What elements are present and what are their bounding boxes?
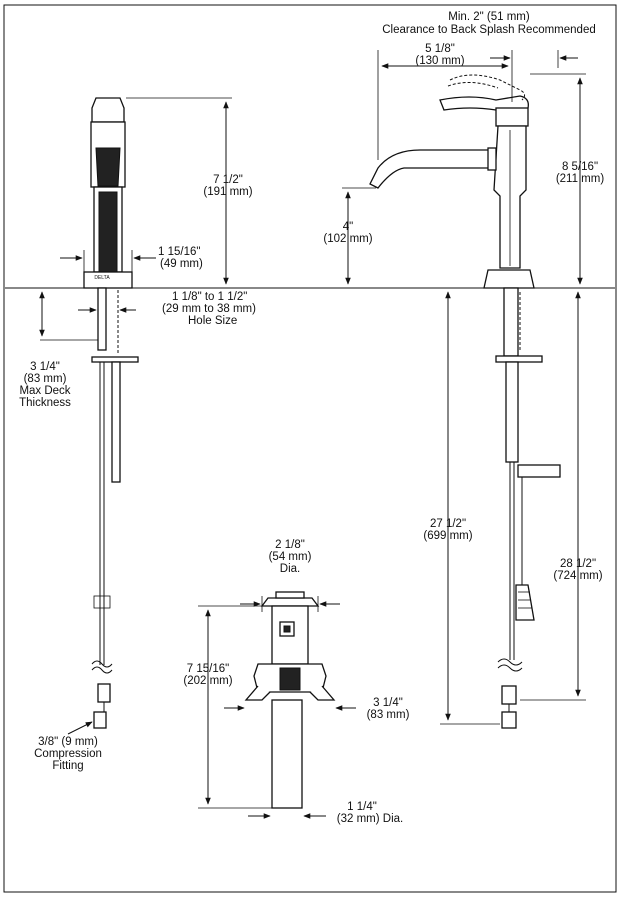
- brand-mark: DELTA: [94, 275, 110, 281]
- drain-height-dimension: [198, 605, 272, 809]
- side-handle-cap: [91, 97, 125, 123]
- side-shank: [97, 287, 107, 351]
- below-deck-dimension: [520, 291, 586, 701]
- deck-thickness-dimension: [39, 291, 98, 341]
- hole-size-metric: (29 mm to 38 mm): [162, 303, 256, 315]
- side-handle-lever: [95, 147, 121, 187]
- side-height-value: 7 1/2": [213, 174, 243, 186]
- total-height-value: 8 5/16": [562, 161, 598, 173]
- spout-height-metric: (102 mm): [323, 233, 372, 245]
- front-shank: [503, 287, 519, 357]
- total-height-metric: (211 mm): [556, 173, 605, 185]
- supply-length-value: 27 1/2": [430, 518, 466, 530]
- side-height-metric: (191 mm): [203, 186, 252, 198]
- front-fitting-top: [501, 685, 517, 705]
- reach-dimension: [377, 50, 509, 160]
- drain-flange: [260, 597, 320, 607]
- deck-thickness-metric: (83 mm): [24, 373, 67, 385]
- deck-thickness-caption-2: Thickness: [19, 397, 71, 409]
- flange-diameter-value: 2 1/8": [275, 539, 305, 551]
- drain-assembly: [244, 591, 336, 809]
- hole-size-caption: Hole Size: [188, 315, 237, 327]
- drain-height-value: 7 15/16": [187, 663, 229, 675]
- side-height-dimension: [126, 97, 232, 285]
- reach-value: 5 1/8": [425, 43, 455, 55]
- fitting-caption-2: Fitting: [52, 760, 83, 772]
- front-spout: [369, 149, 495, 189]
- base-width-value: 1 15/16": [158, 246, 200, 258]
- side-fitting-top: [97, 683, 111, 703]
- reach-metric: (130 mm): [415, 55, 464, 67]
- side-view-faucet: DELTA: [83, 97, 139, 729]
- side-mount-nut: [91, 356, 139, 363]
- base-width-dimension: [60, 250, 156, 272]
- front-lift-rod: [517, 464, 561, 478]
- supply-length-metric: (699 mm): [423, 530, 472, 542]
- below-deck-metric: (724 mm): [553, 570, 602, 582]
- drain-height-metric: (202 mm): [183, 675, 232, 687]
- side-base: [83, 271, 133, 289]
- drain-nut-shadow: [279, 667, 301, 691]
- clearance-value: Min. 2" (51 mm): [448, 11, 530, 23]
- spout-height-value: 4": [343, 221, 353, 233]
- tailpiece-diameter-metric: (32 mm) Dia.: [337, 813, 403, 825]
- front-hose-connector: [515, 584, 535, 621]
- front-handle-alt-position: [449, 74, 526, 101]
- drawing-frame: [3, 4, 617, 893]
- front-view-faucet: [369, 74, 561, 729]
- clearance-dimension: [490, 50, 578, 102]
- fitting-caption-1: Compression: [34, 748, 102, 760]
- front-fitting-bottom: [501, 711, 517, 729]
- front-mount-nut: [495, 355, 543, 363]
- drain-wing-right: [309, 685, 336, 701]
- front-supply-upper: [505, 361, 519, 463]
- spout-height-dimension: [342, 187, 376, 285]
- tailpiece-diameter-value: 1 1/4": [347, 801, 377, 813]
- deck-thickness-caption-1: Max Deck: [19, 385, 70, 397]
- clearance-caption: Clearance to Back Splash Recommended: [382, 24, 596, 36]
- drain-tailpiece: [271, 699, 303, 809]
- drain-wing-left: [244, 685, 271, 701]
- total-height-dimension: [530, 73, 586, 285]
- below-deck-value: 28 1/2": [560, 558, 596, 570]
- hole-size-value: 1 1/8" to 1 1/2": [172, 291, 247, 303]
- flange-diameter-caption: Dia.: [280, 563, 300, 575]
- deck-thickness-value: 3 1/4": [30, 361, 60, 373]
- supply-length-dimension: [440, 291, 500, 725]
- side-lift-rod: [111, 361, 121, 483]
- side-break-mark: [91, 660, 113, 668]
- side-body-shadow: [98, 191, 118, 273]
- front-handle-collar: [495, 107, 529, 127]
- side-tube-clip: [93, 595, 111, 609]
- front-base: [483, 269, 535, 289]
- body-width-value: 3 1/4": [373, 697, 403, 709]
- flange-diameter-dimension: [240, 596, 340, 612]
- fitting-size: 3/8" (9 mm): [38, 736, 98, 748]
- front-spout-joint: [487, 147, 497, 171]
- base-width-metric: (49 mm): [160, 258, 203, 270]
- drain-stopper-cap: [275, 591, 305, 599]
- flange-diameter-metric: (54 mm): [269, 551, 312, 563]
- body-width-metric: (83 mm): [367, 709, 410, 721]
- front-break-mark: [497, 658, 523, 666]
- side-fitting-bottom: [93, 711, 107, 729]
- fitting-leader: [67, 721, 93, 735]
